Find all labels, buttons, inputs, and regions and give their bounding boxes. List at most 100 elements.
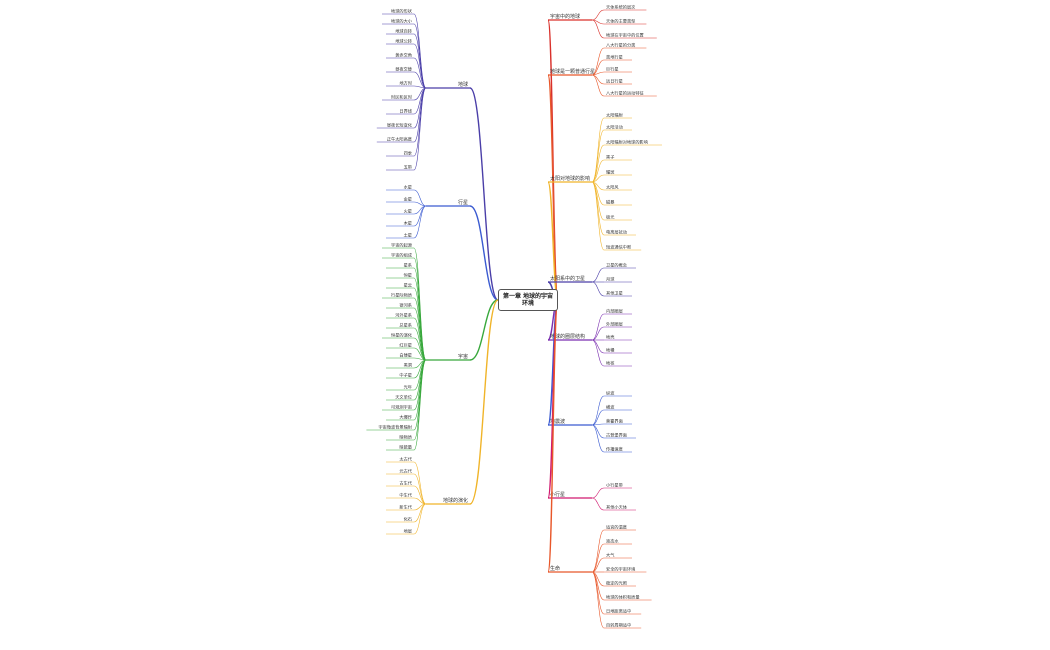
node-r3-4[interactable]: 耀斑 <box>606 169 614 176</box>
node-r5-3[interactable]: 地幔 <box>606 347 615 354</box>
node-r7-0[interactable]: 小行星带 <box>606 482 623 489</box>
node-l3-17[interactable]: 大爆炸 <box>399 414 412 421</box>
node-l1-11[interactable]: 四季 <box>404 150 413 157</box>
node-r5-1[interactable]: 外部圈层 <box>606 321 623 328</box>
node-l3-19[interactable]: 暗物质 <box>399 434 412 441</box>
node-r3-8[interactable]: 电离层扰动 <box>606 229 627 236</box>
node-r8-6[interactable]: 日地距离适中 <box>606 608 631 615</box>
node-l3-0[interactable]: 宇宙的起源 <box>391 242 413 249</box>
node-l3-12[interactable]: 黑洞 <box>404 362 412 369</box>
node-r4-0[interactable]: 卫星的概念 <box>606 262 628 269</box>
node-l3-18[interactable]: 宇宙微波背景辐射 <box>378 424 412 431</box>
node-l3-5[interactable]: 行星际物质 <box>391 292 412 299</box>
node-r4-1[interactable]: 月球 <box>606 276 615 283</box>
node-r7-1[interactable]: 其他小天体 <box>606 504 628 511</box>
node-r6-3[interactable]: 古登堡界面 <box>606 432 627 439</box>
branch-l3[interactable]: 宇宙宇宙的起源宇宙的组成星系恒星星云行星际物质银河系河外星系总星系恒星的演化红巨… <box>366 242 499 451</box>
node-r6-2[interactable]: 莫霍界面 <box>606 418 623 425</box>
branch-label[interactable]: 地球是一颗普通行星 <box>550 68 595 75</box>
node-r3-1[interactable]: 太阳活动 <box>606 124 623 131</box>
branch-r8[interactable]: 生命适宜的温度液态水大气安全的宇宙环境稳定的光照地球的体积和质量日地距离适中自转… <box>547 299 652 629</box>
node-l3-14[interactable]: 光年 <box>404 384 412 391</box>
node-r8-5[interactable]: 地球的体积和质量 <box>606 594 640 601</box>
node-r3-0[interactable]: 太阳辐射 <box>606 112 623 119</box>
node-l4-1[interactable]: 元古代 <box>399 468 412 475</box>
branch-label[interactable]: 行星 <box>458 199 468 206</box>
branch-label[interactable]: 地球的演化 <box>443 497 468 504</box>
node-l1-1[interactable]: 地球的大小 <box>391 18 413 25</box>
branch-label[interactable]: 太阳对地球的影响 <box>550 175 590 182</box>
node-l1-9[interactable]: 昼夜长短变化 <box>387 122 413 129</box>
branch-label[interactable]: 地球 <box>458 81 468 88</box>
branch-l1[interactable]: 地球 地球的形状地球的大小地球自转地球公转黄赤交角昼夜交替地方时时区和区时日界线昼… <box>376 8 499 301</box>
branch-r3[interactable]: 太阳对地球的影响太阳辐射太阳活动太阳辐射对地球的影响黑子耀斑太阳风磁暴极光电离层… <box>547 112 662 301</box>
branch-label[interactable]: 地球的圈层结构 <box>550 333 585 340</box>
node-r2-1[interactable]: 类地行星 <box>606 54 623 61</box>
node-l3-16[interactable]: 可观测宇宙 <box>391 404 412 411</box>
branch-label[interactable]: 小行星 <box>550 491 565 498</box>
branch-label[interactable]: 太阳系中的卫星 <box>550 275 585 282</box>
node-r5-2[interactable]: 地壳 <box>606 334 615 341</box>
branch-label[interactable]: 宇宙中的地球 <box>550 13 580 20</box>
node-l3-11[interactable]: 白矮星 <box>399 352 412 359</box>
node-l1-12[interactable]: 五带 <box>404 165 412 171</box>
node-l4-6[interactable]: 地层 <box>404 528 412 535</box>
node-l3-10[interactable]: 红巨星 <box>399 342 412 348</box>
node-r6-4[interactable]: 传播速度 <box>606 446 624 453</box>
node-l3-4[interactable]: 星云 <box>404 283 412 289</box>
node-l2-1[interactable]: 金星 <box>404 196 412 202</box>
node-l2-2[interactable]: 火星 <box>404 209 412 214</box>
node-l1-5[interactable]: 昼夜交替 <box>395 66 413 73</box>
node-r3-3[interactable]: 黑子 <box>606 154 614 161</box>
node-l3-8[interactable]: 总星系 <box>399 322 412 328</box>
node-l3-20[interactable]: 暗能量 <box>399 444 412 451</box>
node-r6-0[interactable]: 纵波 <box>606 390 615 397</box>
node-l1-8[interactable]: 日界线 <box>399 108 412 115</box>
node-r3-5[interactable]: 太阳风 <box>606 184 619 191</box>
node-r5-0[interactable]: 内部圈层 <box>606 308 623 315</box>
node-l4-5[interactable]: 化石 <box>404 516 412 523</box>
node-l4-0[interactable]: 太古代 <box>399 456 412 463</box>
node-l1-0[interactable]: 地球的形状 <box>391 8 413 15</box>
node-r6-1[interactable]: 横波 <box>606 404 615 411</box>
node-r1-0[interactable]: 天体系统的层次 <box>606 4 636 11</box>
node-r8-1[interactable]: 液态水 <box>606 538 619 545</box>
node-l2-0[interactable]: 水星 <box>404 184 412 190</box>
node-l3-13[interactable]: 中子星 <box>399 372 412 379</box>
node-r3-7[interactable]: 极光 <box>606 214 614 221</box>
node-r8-3[interactable]: 安全的宇宙环境 <box>606 566 635 573</box>
node-r1-1[interactable]: 天体的主要类型 <box>606 18 635 25</box>
branch-label[interactable]: 生命 <box>550 565 560 572</box>
node-l3-1[interactable]: 宇宙的组成 <box>391 252 412 259</box>
node-r4-2[interactable]: 其他卫星 <box>606 290 623 297</box>
node-l2-3[interactable]: 木星 <box>404 220 412 227</box>
node-l3-3[interactable]: 恒星 <box>404 272 412 279</box>
node-l2-4[interactable]: 土星 <box>404 232 412 238</box>
node-l1-7[interactable]: 时区和区时 <box>391 94 413 101</box>
node-r8-4[interactable]: 稳定的光照 <box>606 580 627 587</box>
node-l1-3[interactable]: 地球公转 <box>395 38 412 45</box>
node-r8-2[interactable]: 大气 <box>606 552 615 559</box>
node-r2-4[interactable]: 八大行星的运动特征 <box>606 90 645 97</box>
node-r2-0[interactable]: 八大行星的分类 <box>606 42 636 49</box>
node-r3-9[interactable]: 短波通信中断 <box>606 244 632 251</box>
node-l4-2[interactable]: 古生代 <box>399 480 412 487</box>
node-l3-6[interactable]: 银河系 <box>399 302 412 309</box>
branch-label[interactable]: 宇宙 <box>458 353 468 360</box>
node-l1-6[interactable]: 地方时 <box>399 80 412 87</box>
node-l3-15[interactable]: 天文单位 <box>395 394 412 401</box>
node-l1-4[interactable]: 黄赤交角 <box>395 52 412 59</box>
node-l1-2[interactable]: 地球自转 <box>395 28 412 35</box>
node-l4-4[interactable]: 新生代 <box>399 504 412 511</box>
central-topic[interactable]: 第一章 地球的宇宙环境 <box>498 289 558 311</box>
node-r1-2[interactable]: 地球在宇宙中的位置 <box>606 32 644 39</box>
node-l3-9[interactable]: 恒星的演化 <box>391 332 413 339</box>
node-r8-7[interactable]: 自转周期适中 <box>606 622 631 629</box>
node-l3-7[interactable]: 河外星系 <box>395 312 412 319</box>
node-r2-2[interactable]: 巨行星 <box>606 66 619 73</box>
node-r2-3[interactable]: 远日行星 <box>606 78 623 85</box>
